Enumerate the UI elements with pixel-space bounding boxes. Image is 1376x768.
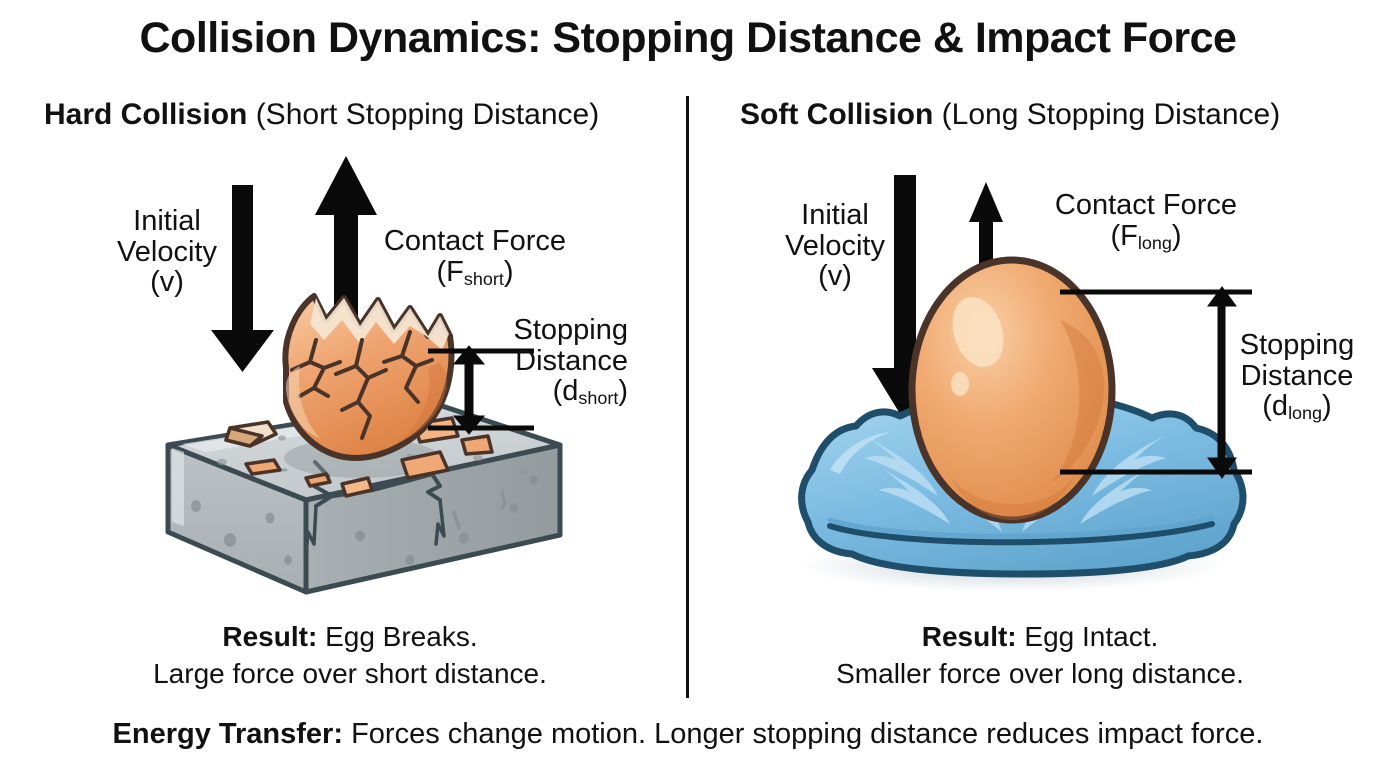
left-heading-strong: Hard Collision — [44, 98, 248, 131]
right-stopping-distance-label: Stopping Distance (dlong) — [1222, 330, 1372, 423]
right-panel-illustration — [760, 140, 1320, 600]
right-initial-velocity-label: Initial Velocity (v) — [760, 200, 910, 292]
panel-divider — [686, 96, 689, 698]
right-velocity-line-3: (v) — [818, 260, 852, 293]
footer-strong: Energy Transfer: — [112, 718, 344, 750]
energy-transfer-footnote: Energy Transfer: Forces change motion. L… — [0, 718, 1376, 751]
right-panel-heading: Soft Collision (Long Stopping Distance) — [740, 98, 1280, 132]
footer-rest: Forces change motion. Longer stopping di… — [343, 718, 1264, 750]
left-distance-symbol: (dshort) — [552, 375, 628, 409]
right-force-line-1: Contact Force — [1054, 189, 1238, 221]
left-stopping-distance-label: Stopping Distance (dshort) — [456, 314, 629, 409]
intact-egg — [908, 256, 1116, 524]
page-title: Collision Dynamics: Stopping Distance & … — [139, 14, 1237, 62]
left-initial-velocity-label: Initial Velocity (v) — [92, 206, 242, 298]
stopping-distance-bracket-right — [1060, 286, 1252, 479]
right-velocity-line-1: Initial — [801, 199, 869, 231]
right-result-line-1: Result: Egg Intact. — [921, 621, 1159, 652]
initial-velocity-arrow-left — [211, 185, 274, 372]
left-velocity-line-3: (v) — [150, 266, 184, 299]
left-result-text: Result: Egg Breaks. Large force over sho… — [60, 618, 640, 692]
left-heading-light: (Short Stopping Distance) — [247, 98, 600, 131]
right-result-text: Result: Egg Intact. Smaller force over l… — [750, 618, 1330, 692]
right-result-line-2: Smaller force over long distance. — [836, 658, 1244, 690]
right-velocity-line-2: Velocity — [785, 229, 885, 262]
left-distance-line-1: Stopping — [513, 314, 629, 346]
left-velocity-line-1: Initial — [133, 205, 201, 237]
right-heading-light: (Long Stopping Distance) — [933, 98, 1281, 131]
broken-egg-shell — [282, 293, 455, 461]
left-distance-line-2: Distance — [515, 344, 628, 377]
right-contact-force-label: Contact Force (Flong) — [1043, 190, 1249, 253]
stopping-distance-bracket-left — [428, 345, 534, 435]
left-force-symbol: (Fshort) — [436, 255, 514, 289]
right-heading-strong: Soft Collision — [740, 98, 934, 131]
left-velocity-line-2: Velocity — [117, 235, 217, 268]
left-panel-heading: Hard Collision (Short Stopping Distance) — [44, 98, 599, 132]
right-force-symbol: (Flong) — [1110, 219, 1182, 253]
right-distance-symbol: (dlong) — [1262, 390, 1332, 424]
right-distance-line-2: Distance — [1240, 359, 1354, 392]
left-result-line-2: Large force over short distance. — [153, 658, 547, 690]
left-panel-illustration — [110, 140, 670, 600]
right-distance-line-1: Stopping — [1239, 329, 1355, 361]
left-result-line-1: Result: Egg Breaks. — [222, 621, 478, 652]
left-contact-force-label: Contact Force (Fshort) — [372, 226, 578, 289]
left-force-line-1: Contact Force — [383, 225, 567, 257]
